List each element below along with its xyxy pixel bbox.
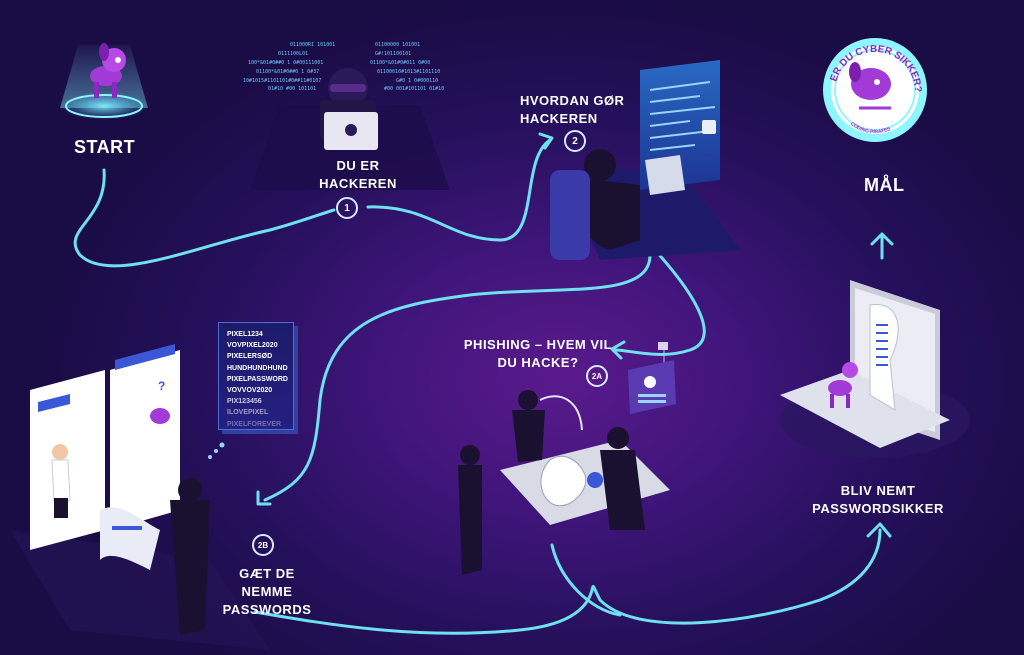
binary-code-cloud: 011000RI 101001 01100000 101001 0111100L… bbox=[243, 42, 444, 92]
phishing-card bbox=[628, 342, 676, 414]
password-item: HUNDHUNDHUND bbox=[227, 364, 288, 372]
svg-text:011000RI 101001: 011000RI 101001 bbox=[290, 42, 335, 48]
thought-dots bbox=[208, 442, 225, 459]
path-arrowheads bbox=[256, 132, 894, 538]
svg-text:01100*&01#0##0 1 0#37: 01100*&01#0##0 1 0#37 bbox=[256, 69, 319, 75]
label-start: START bbox=[74, 137, 136, 157]
password-item: VOVVOV2020 bbox=[227, 387, 273, 395]
password-item: PIXELERSØD bbox=[227, 353, 273, 361]
step-badge-2a: 2A bbox=[586, 365, 608, 387]
laptop-final-scene bbox=[780, 280, 970, 458]
step-badge-1: 1 bbox=[336, 197, 358, 219]
label-goal: MÅL bbox=[864, 175, 905, 195]
step-badge-2b: 2B bbox=[252, 534, 274, 556]
hacker-monitors-scene bbox=[550, 60, 740, 260]
phishing-scene bbox=[458, 390, 670, 575]
hacker-desk-scene bbox=[250, 68, 450, 190]
password-item: PIXELFOREVER bbox=[227, 420, 282, 428]
svg-text:01#10 #00 101101: 01#10 #00 101101 bbox=[268, 86, 316, 92]
svg-text:01100010#1013#1101110: 01100010#1013#1101110 bbox=[377, 69, 440, 75]
label-step2b: GÆT DE NEMME PASSWORDS bbox=[222, 566, 312, 617]
svg-text:100*&01#0##0 1 0#00111001: 100*&01#0##0 1 0#00111001 bbox=[248, 60, 323, 66]
label-step2a: PHISHING – HVEM VIL DU HACKE? bbox=[463, 337, 613, 370]
svg-text:01100*&01#0#011 0#00: 01100*&01#0#011 0#00 bbox=[370, 60, 430, 66]
svg-text:G#!101100101: G#!101100101 bbox=[375, 51, 411, 57]
password-item: ILOVEPIXEL bbox=[227, 409, 269, 417]
robot-dog-start bbox=[90, 43, 126, 98]
webpage-scene: ? bbox=[10, 344, 270, 650]
step-badge-2: 2 bbox=[564, 130, 586, 152]
svg-text:01100000 101001: 01100000 101001 bbox=[375, 42, 420, 48]
password-item: PIXEL1234 bbox=[227, 331, 263, 338]
label-final: BLIV NEMT PASSWORDSIKKER bbox=[812, 483, 944, 516]
label-step2: HVORDAN GØR HACKEREN bbox=[520, 93, 625, 126]
password-item: VOVPIXEL2020 bbox=[227, 342, 278, 350]
svg-text:10#1015#1101101#0##11#0107: 10#1015#1101101#0##11#0107 bbox=[243, 78, 321, 84]
cyber-badge bbox=[823, 38, 927, 142]
label-step1: DU ER HACKEREN bbox=[319, 158, 397, 191]
password-list-card: PIXEL1234 VOVPIXEL2020 PIXELERSØD HUNDHU… bbox=[218, 322, 294, 430]
svg-text:0111100L01: 0111100L01 bbox=[278, 51, 308, 57]
journey-path bbox=[73, 138, 882, 635]
svg-text:?: ? bbox=[158, 379, 165, 393]
password-item: PIX123456 bbox=[227, 398, 262, 406]
svg-text:#00 001#101101 01#10: #00 001#101101 01#10 bbox=[384, 86, 444, 92]
password-item: PIXELPASSWORD bbox=[227, 375, 288, 383]
svg-text:G#0 1 0#000110: G#0 1 0#000110 bbox=[396, 78, 438, 84]
